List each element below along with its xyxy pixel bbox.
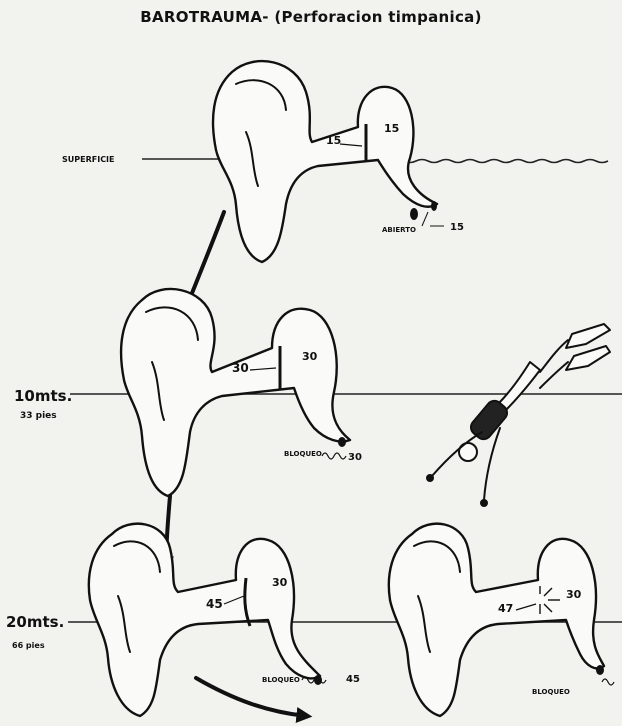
middle-ear-pressure: 30 xyxy=(302,350,318,363)
tube-state: ABIERTO xyxy=(382,226,416,234)
hand xyxy=(427,475,433,481)
canal-pressure: 30 xyxy=(232,361,249,375)
blocked-tube-squiggle xyxy=(602,679,614,685)
tube-pressure: 30 xyxy=(348,452,362,463)
tube-block xyxy=(596,665,604,675)
middle-ear-pressure: 30 xyxy=(272,576,288,589)
tube-block xyxy=(338,437,346,447)
surface-label: SUPERFICIE xyxy=(62,155,115,164)
tube-block xyxy=(314,675,322,685)
diver-illustration xyxy=(427,324,610,506)
fin xyxy=(566,346,610,370)
surface-water-wave xyxy=(392,160,608,163)
fin xyxy=(566,324,610,348)
outer-ear-shape xyxy=(389,524,604,716)
tube-end xyxy=(410,208,418,220)
twenty-meter-label: 20mts. xyxy=(6,613,64,631)
ear-surface: 15 15 ABIERTO 15 xyxy=(213,61,464,262)
middle-ear-pressure: 15 xyxy=(384,122,399,135)
tube-pressure: 45 xyxy=(346,674,360,685)
tube-state: BLOQUEO xyxy=(262,676,300,684)
canal-pressure: 45 xyxy=(206,597,223,611)
ear-perforated: 47 30 BLOQUEO xyxy=(389,524,614,716)
leg xyxy=(540,340,568,372)
ear-twenty-meters: 45 30 BLOQUEO 45 xyxy=(89,524,360,716)
ten-meter-feet-label: 33 pies xyxy=(20,411,57,421)
twenty-meter-feet-label: 66 pies xyxy=(12,641,45,650)
tube-state: BLOQUEO xyxy=(284,450,322,458)
tube-pointer xyxy=(422,212,428,226)
outer-ear-shape xyxy=(121,289,350,496)
torso xyxy=(498,362,540,412)
tube-state: BLOQUEO xyxy=(532,688,570,696)
ear-ten-meters: 30 30 BLOQUEO 30 xyxy=(121,289,362,496)
ten-meter-label: 10mts. xyxy=(14,387,72,405)
canal-pressure: 47 xyxy=(498,602,513,615)
canal-pressure: 15 xyxy=(326,134,341,147)
middle-ear-pressure: 30 xyxy=(566,588,582,601)
tube-pressure: 15 xyxy=(450,222,464,233)
tube-end xyxy=(431,201,437,211)
hand xyxy=(481,500,487,506)
blocked-tube-squiggle xyxy=(322,453,346,459)
